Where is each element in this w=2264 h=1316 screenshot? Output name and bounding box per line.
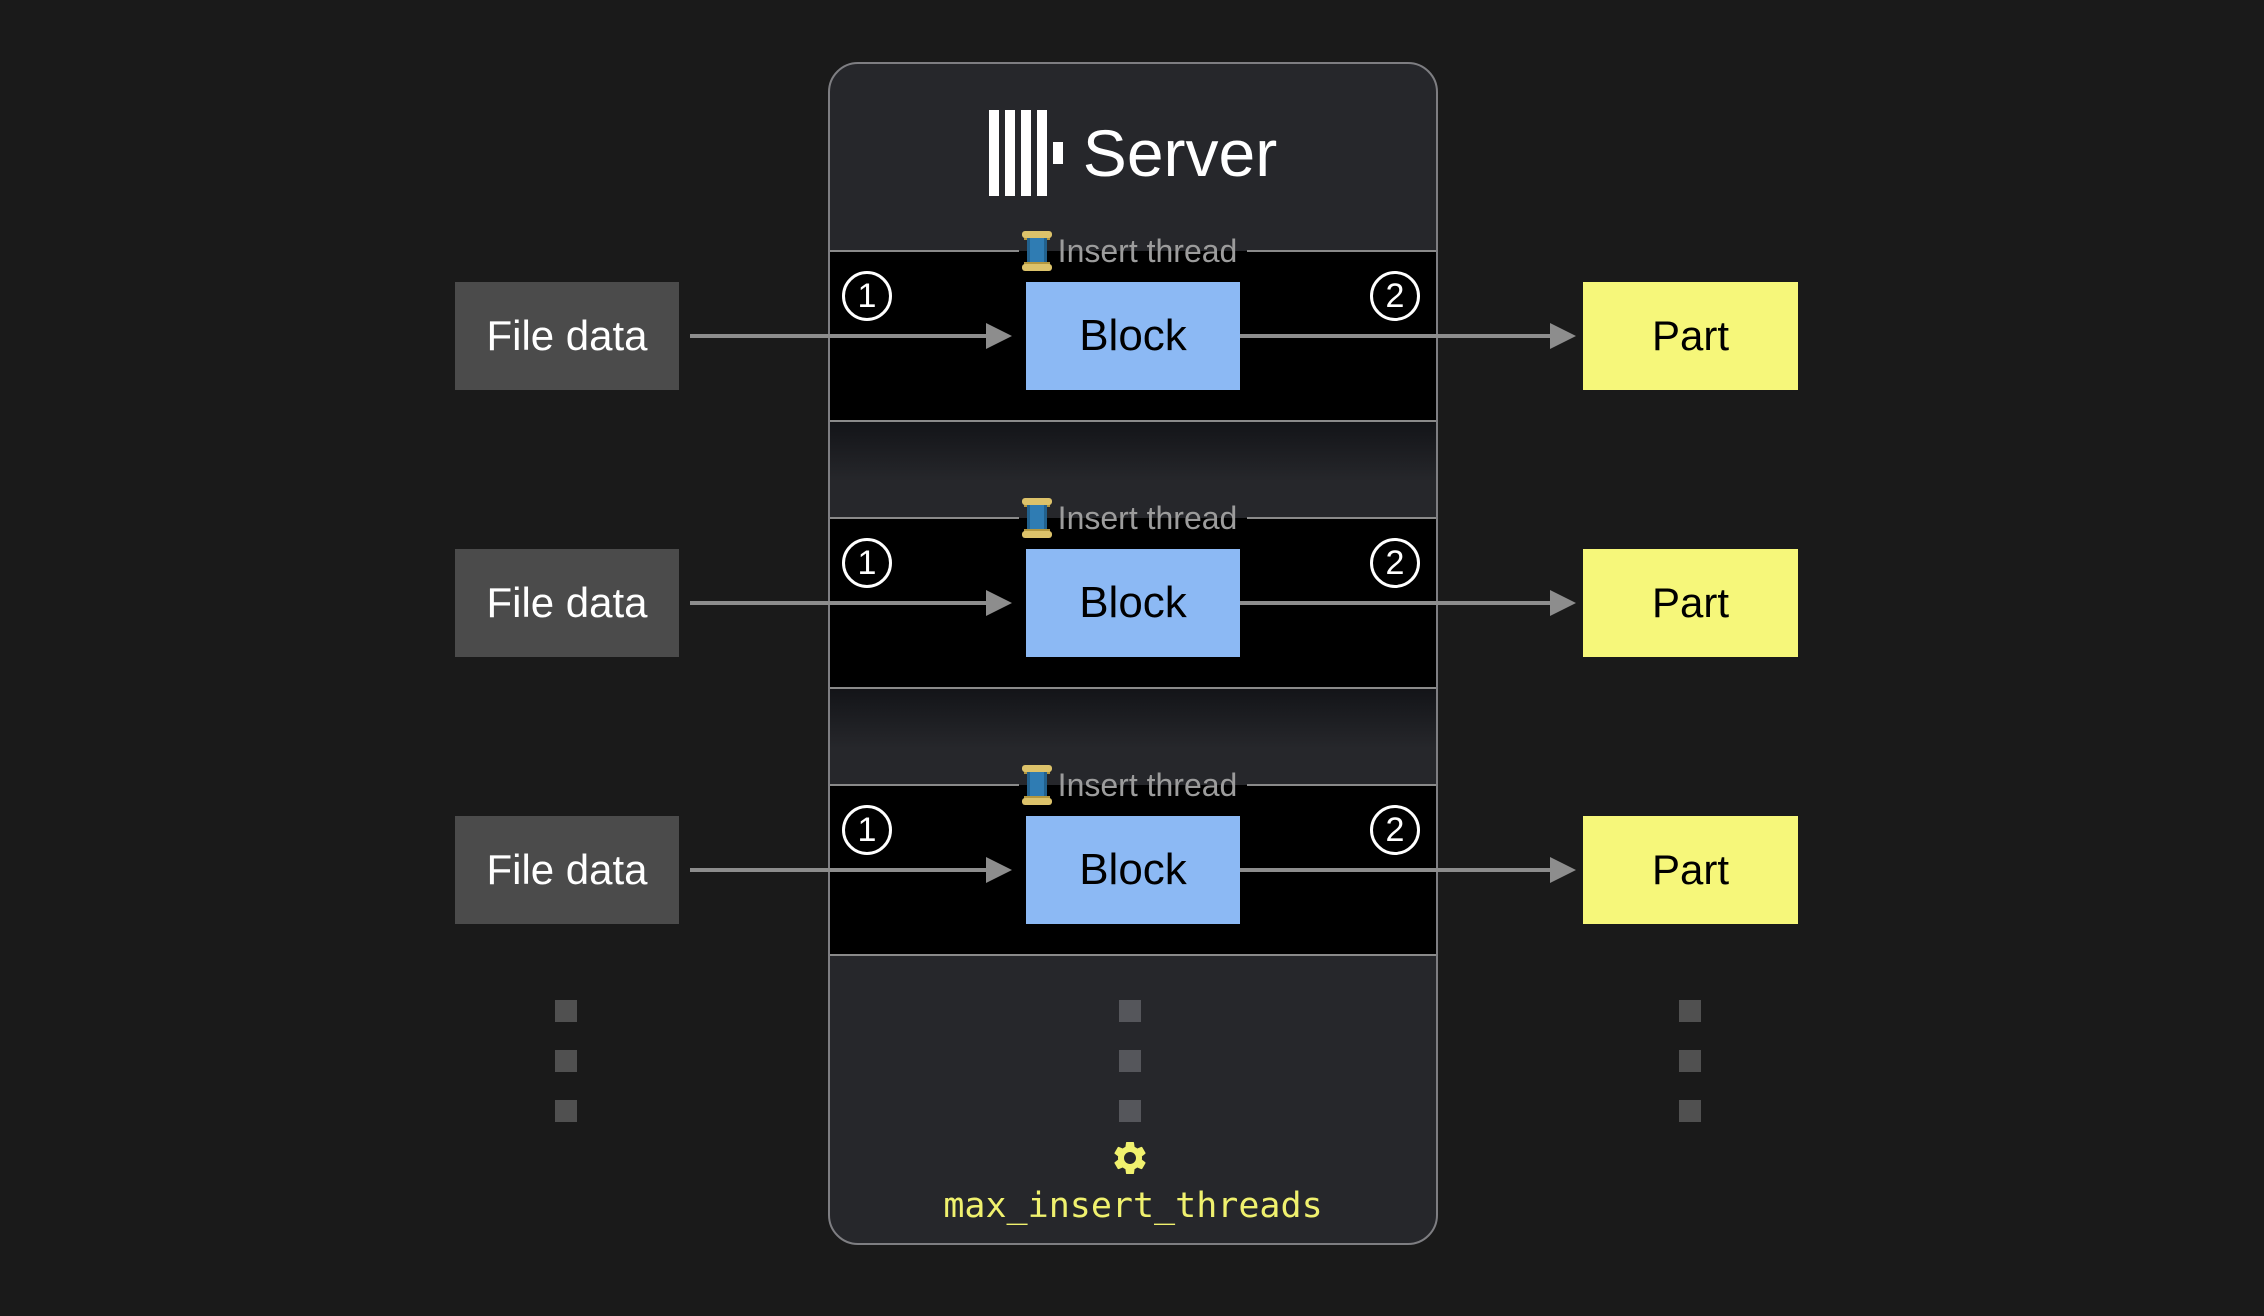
ellipsis-dot — [1119, 1050, 1141, 1072]
step-1-badge: 1 — [842, 271, 892, 321]
file-data-box: File data — [455, 282, 679, 390]
section-gap — [830, 689, 1436, 785]
step-2-badge: 2 — [1370, 805, 1420, 855]
ellipsis-dot — [1679, 1000, 1701, 1022]
clickhouse-logo-icon — [988, 109, 1063, 196]
ellipsis-dot — [555, 1000, 577, 1022]
arrow-file-to-block — [690, 590, 1012, 616]
thread-legend-text: Insert thread — [1057, 500, 1238, 536]
file-data-box: File data — [455, 549, 679, 657]
logo-bar — [1036, 109, 1047, 196]
legend-line-left — [830, 250, 1019, 252]
legend-line-right — [1247, 517, 1436, 519]
arrow-block-to-part — [1240, 857, 1576, 883]
thread-legend-label: Insert thread — [1019, 498, 1248, 538]
arrow-block-to-part — [1240, 590, 1576, 616]
legend-line-left — [830, 517, 1019, 519]
thread-legend-label: Insert thread — [1019, 231, 1248, 271]
ellipsis-dot — [555, 1050, 577, 1072]
step-2-badge: 2 — [1370, 538, 1420, 588]
file-data-box: File data — [455, 816, 679, 924]
server-header: Server — [830, 64, 1436, 251]
thread-spool-icon — [1021, 498, 1052, 538]
legend-line-right — [1247, 250, 1436, 252]
ellipsis-dot — [1679, 1050, 1701, 1072]
logo-bar — [988, 109, 999, 196]
ellipsis-dot — [1119, 1100, 1141, 1122]
ellipsis-dot — [1679, 1100, 1701, 1122]
legend-line-left — [830, 784, 1019, 786]
part-box: Part — [1583, 282, 1798, 390]
part-box: Part — [1583, 816, 1798, 924]
logo-bar — [1020, 109, 1031, 196]
ellipsis-dot — [555, 1100, 577, 1122]
section-gap — [830, 422, 1436, 518]
gear-icon — [1114, 1142, 1146, 1174]
arrow-file-to-block — [690, 323, 1012, 349]
arrow-block-to-part — [1240, 323, 1576, 349]
max-insert-threads-label: max_insert_threads — [943, 1186, 1323, 1226]
block-box: Block — [1026, 282, 1240, 390]
logo-bar — [1004, 109, 1015, 196]
server-title: Server — [1082, 115, 1278, 190]
thread-legend-text: Insert thread — [1057, 233, 1238, 269]
part-box: Part — [1583, 549, 1798, 657]
thread-spool-icon — [1021, 231, 1052, 271]
arrow-file-to-block — [690, 857, 1012, 883]
step-2-badge: 2 — [1370, 271, 1420, 321]
thread-legend-label: Insert thread — [1019, 765, 1248, 805]
block-box: Block — [1026, 816, 1240, 924]
legend-line-right — [1247, 784, 1436, 786]
step-1-badge: 1 — [842, 538, 892, 588]
logo-nub — [1052, 141, 1063, 164]
thread-spool-icon — [1021, 765, 1052, 805]
ellipsis-dot — [1119, 1000, 1141, 1022]
block-box: Block — [1026, 549, 1240, 657]
step-1-badge: 1 — [842, 805, 892, 855]
thread-legend-text: Insert thread — [1057, 767, 1238, 803]
